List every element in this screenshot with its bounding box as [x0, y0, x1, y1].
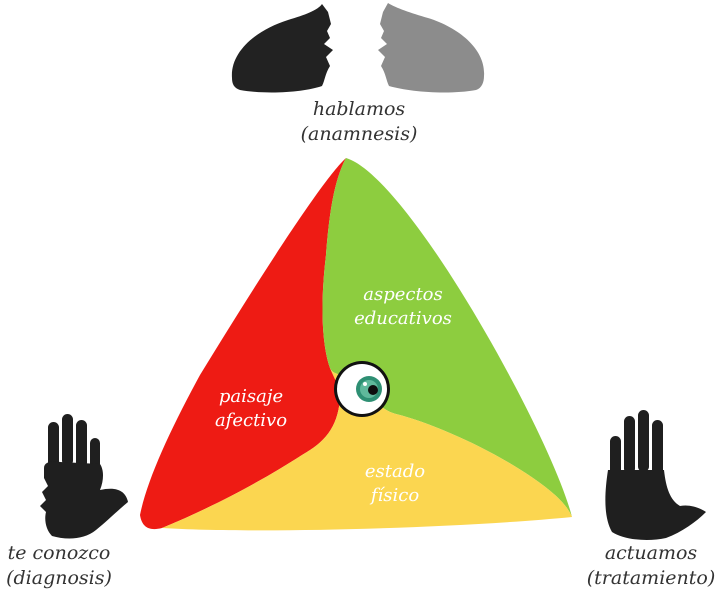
label-estado-fisico: estado físico: [340, 460, 450, 508]
eye-icon: [334, 361, 390, 417]
caption-left-line2: (diagnosis): [6, 567, 112, 589]
label-green-line2: educativos: [354, 308, 452, 329]
caption-anamnesis: hablamos (anamnesis): [259, 97, 459, 147]
triangle: [140, 158, 572, 531]
caption-top-line1: hablamos: [312, 98, 406, 120]
caption-left-line1: te conozco: [7, 542, 111, 564]
hand-profile-icon: [40, 414, 128, 539]
label-yellow-line2: físico: [370, 485, 420, 506]
label-red-line2: afectivo: [214, 410, 288, 431]
label-yellow-line1: estado: [364, 461, 426, 482]
caption-right-line2: (tratamiento): [586, 567, 716, 589]
dark-profile: [231, 4, 333, 93]
label-red-line1: paisaje: [218, 386, 284, 407]
caption-right-line1: actuamos: [604, 542, 698, 564]
hand-icon: [605, 410, 706, 540]
label-paisaje-afectivo: paisaje afectivo: [196, 385, 306, 433]
label-aspectos-educativos: aspectos educativos: [348, 283, 458, 331]
two-profiles-facing-icon: [231, 3, 485, 93]
caption-diagnosis: te conozco (diagnosis): [0, 541, 118, 589]
grey-profile: [378, 3, 485, 93]
segment-yellow: [162, 368, 572, 531]
label-green-line1: aspectos: [363, 284, 443, 305]
caption-treatment: actuamos (tratamiento): [584, 541, 718, 589]
segment-green: [322, 158, 572, 517]
segment-red: [140, 158, 346, 530]
caption-top-line2: (anamnesis): [300, 123, 418, 145]
